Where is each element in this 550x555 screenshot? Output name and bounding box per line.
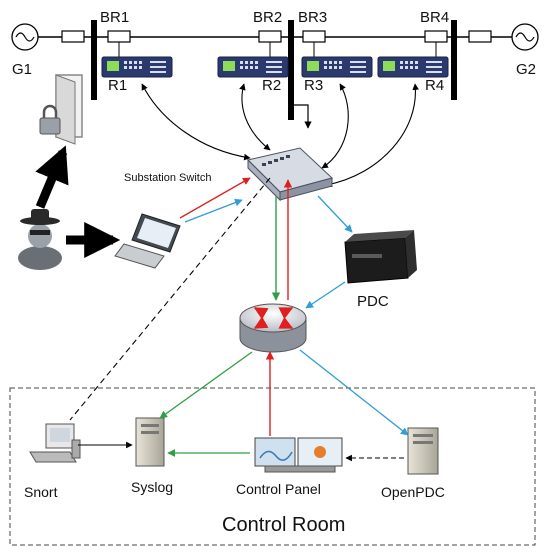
pdc-device: PDC [344,230,417,310]
breaker-br4-label: BR4 [420,9,449,26]
padlock-door-icon [39,74,83,145]
relay-r1: R1 [101,56,173,94]
relay-r4: R4 [377,56,449,94]
relay-r3: R3 [301,56,373,94]
generator-g2: G2 [511,23,539,78]
control-panel-monitors: Control Panel [236,437,343,497]
generator-g1: G1 [11,23,39,78]
substation-switch-label: Substation Switch [124,172,211,184]
generator-g2-label: G2 [516,61,536,78]
control-room-title: Control Room [222,514,345,536]
breaker-br1-label: BR1 [100,9,129,26]
relay-r3-label: R3 [304,77,323,94]
substation-switch: Substation Switch [124,147,333,202]
snort-computer: Snort [24,423,81,500]
laptop-icon [114,213,181,269]
relay-links [141,83,419,188]
power-line [38,20,512,129]
router-icon [239,303,307,353]
hacker-icon [18,209,62,270]
breaker-br2-label: BR2 [253,9,282,26]
openpdc-label: OpenPDC [381,484,445,500]
syslog-server: Syslog [131,417,173,495]
control-panel-label: Control Panel [236,481,321,497]
syslog-label: Syslog [131,479,173,495]
control-room-border [9,387,536,546]
relay-r4-label: R4 [425,77,444,94]
relay-r1-label: R1 [108,77,127,94]
relay-r2-label: R2 [262,77,281,94]
breaker-br3-label: BR3 [298,9,327,26]
openpdc-server: OpenPDC [381,427,445,500]
pdc-label: PDC [357,293,389,310]
relay-r2: R2 [217,56,289,94]
snort-label: Snort [24,484,58,500]
generator-g1-label: G1 [12,61,32,78]
